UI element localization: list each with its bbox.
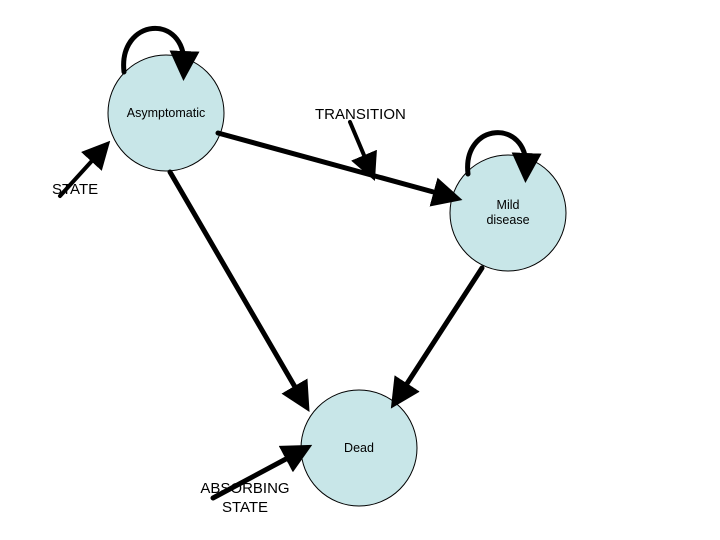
transition-arrow-asymptomatic-to-mild: [215, 130, 463, 207]
transition-arrow-asymptomatic-to-dead: [167, 169, 310, 412]
state-node-label-mild-disease: Mild disease: [486, 198, 530, 227]
self-loop-arrow-asymptomatic: [121, 26, 200, 81]
annotation-transition: TRANSITION: [315, 106, 406, 123]
annotation-state: STATE: [52, 181, 99, 198]
state-node-label-dead: Dead: [344, 441, 374, 455]
state-label-pointer-arrow: [58, 140, 111, 198]
transition-label-pointer-arrow: [348, 120, 377, 182]
self-loop-arrow-mild-disease: [465, 130, 542, 183]
state-node-label-asymptomatic: Asymptomatic: [126, 106, 206, 120]
annotation-absorbing-state: ABSORBING STATE: [200, 480, 290, 516]
state-node-mild-disease[interactable]: [449, 154, 567, 272]
absorbing-state-label-pointer-arrow: [210, 444, 313, 501]
transition-arrow-mild-to-dead: [390, 265, 485, 409]
state-node-asymptomatic[interactable]: [107, 54, 225, 172]
